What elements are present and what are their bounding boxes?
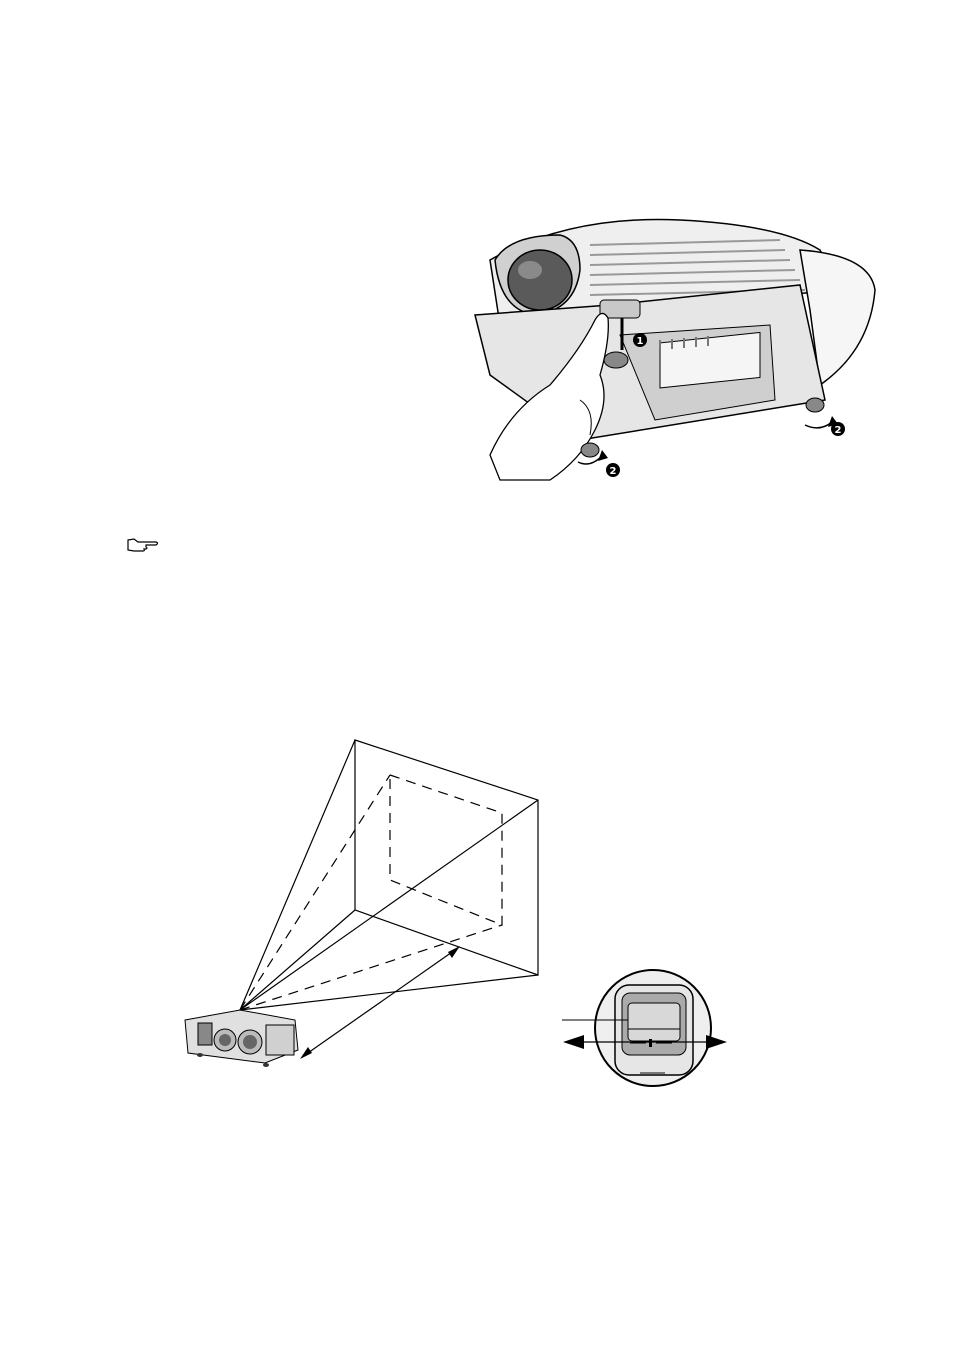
- projection-diagram: [180, 735, 560, 1075]
- zoom-ring-illustration: [560, 965, 730, 1090]
- callout-2-left: 2: [606, 463, 620, 477]
- svg-text:2: 2: [610, 466, 617, 477]
- arrow-left-icon: [563, 1035, 584, 1049]
- callout-1: 1: [633, 333, 647, 347]
- projector-front-icon: [185, 1010, 298, 1067]
- pointing-hand-icon: [126, 536, 162, 554]
- callout-2-right: 2: [831, 422, 845, 436]
- lens: [508, 250, 572, 310]
- svg-text:1: 1: [637, 336, 644, 347]
- projector-adjuster-illustration: 1 2 2: [450, 200, 890, 485]
- svg-text:2: 2: [835, 425, 842, 436]
- rotate-arrow-icon: [805, 422, 832, 428]
- lens-highlight: [518, 261, 542, 279]
- large-image-outline: [355, 740, 538, 975]
- small-image-outline: [390, 775, 502, 925]
- front-adjuster-foot: [604, 352, 628, 368]
- arrow-right-icon: [706, 1035, 727, 1049]
- zoom-ring: [628, 1003, 680, 1041]
- projection-distance-arrow: [305, 950, 455, 1055]
- rear-adjuster-foot-left: [581, 443, 599, 457]
- rear-adjuster-foot-right: [806, 398, 824, 412]
